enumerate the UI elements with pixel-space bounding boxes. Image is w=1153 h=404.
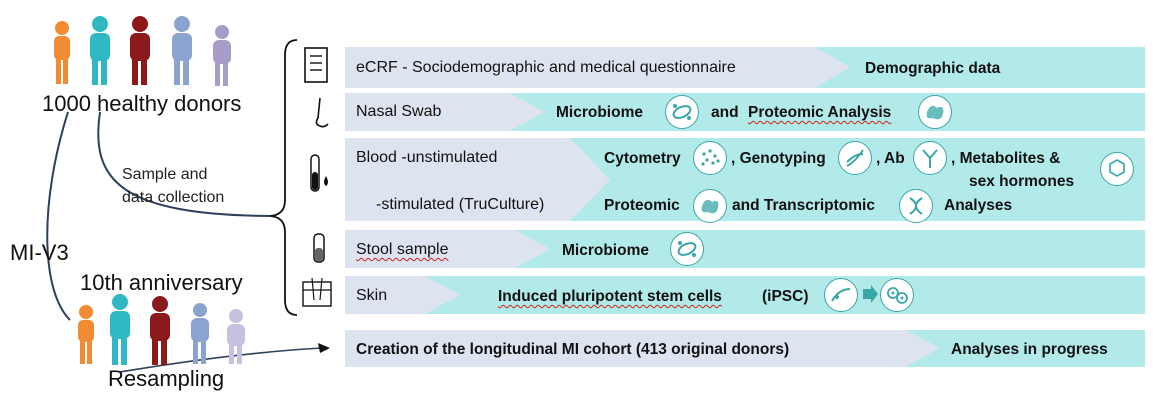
- cohort-teal-chevron: [900, 330, 1145, 367]
- stool-label: Stool sample: [356, 241, 449, 258]
- skin-result-abbrev: (iPSC): [762, 288, 809, 305]
- nasal-gray-chevron: [345, 93, 545, 131]
- blood-result-transcriptomic: and Transcriptomic: [732, 197, 875, 214]
- skin-teal-chevron: [420, 276, 1145, 314]
- skin-gray-chevron: [345, 276, 460, 314]
- skin-result-ipsc: Induced pluripotent stem cells: [498, 288, 722, 305]
- blood-result-metabolites: , Metabolites &: [951, 150, 1061, 167]
- cohort-row-label: Creation of the longitudinal MI cohort (…: [356, 341, 790, 358]
- blood-label-unstimulated: Blood -unstimulated: [356, 149, 498, 166]
- nasal-label: Nasal Swab: [356, 103, 442, 120]
- molecule-icon: [1100, 152, 1134, 186]
- blood-result-proteomic: Proteomic: [604, 197, 680, 214]
- blood-result-genotyping: , Genotyping: [731, 150, 826, 167]
- cohort-row-result: Analyses in progress: [951, 341, 1108, 358]
- donor-figures-top: [54, 16, 231, 86]
- proteomic-icon-2: [693, 189, 727, 223]
- dna-icon: [838, 141, 872, 175]
- blood-result-hormones: sex hormones: [969, 173, 1075, 190]
- anniversary-label: 10th anniversary: [80, 270, 243, 295]
- collection-curve: [97, 111, 271, 217]
- nasal-teal-chevron: [498, 93, 1145, 131]
- donors-title: 1000 healthy donors: [42, 91, 242, 116]
- stool-tube-icon: [313, 233, 325, 263]
- nasal-result-microbiome: Microbiome: [556, 104, 643, 121]
- ecrf-teal-chevron: [795, 47, 1145, 88]
- ecrf-gray-chevron: [345, 47, 850, 88]
- blood-result-cytometry: Cytometry: [604, 150, 681, 167]
- collection-label-line1: Sample and: [122, 166, 208, 183]
- ecrf-label: eCRF - Sociodemographic and medical ques…: [356, 59, 736, 76]
- questionnaire-icon: [304, 47, 328, 83]
- donor-figures-bottom: [78, 294, 245, 365]
- curly-brace: [269, 39, 298, 316]
- proteomic-icon: [918, 95, 952, 129]
- blood-tube-icon: [310, 154, 328, 192]
- skin-icon: [302, 277, 332, 307]
- cohort-gray-chevron: [345, 330, 940, 367]
- nasal-result-and: and: [711, 104, 739, 121]
- nasal-result-proteomic: Proteomic Analysis: [748, 104, 892, 121]
- ecrf-result: Demographic data: [865, 60, 1001, 77]
- skin-cell-icon: [824, 278, 858, 312]
- stool-gray-chevron: [345, 230, 550, 268]
- stool-teal-chevron: [510, 230, 1145, 268]
- transcriptomic-icon: [899, 189, 933, 223]
- skin-label: Skin: [356, 287, 388, 304]
- microbiome-icon: [665, 95, 699, 129]
- stool-result: Microbiome: [562, 242, 649, 259]
- collection-label-line2: data collection: [122, 189, 225, 206]
- blood-gray-chevron: [345, 138, 610, 221]
- cohort-arrow-head: [318, 343, 330, 353]
- stem-cell-icon: [880, 278, 914, 312]
- antibody-icon: [913, 141, 947, 175]
- resampling-label: Resampling: [108, 366, 225, 391]
- blood-result-analyses: Analyses: [944, 197, 1013, 214]
- blood-result-ab: , Ab: [876, 150, 905, 167]
- cohort-label: MI-V3: [10, 240, 69, 265]
- nose-icon: [315, 97, 329, 128]
- blood-label-stimulated: -stimulated (TruCulture): [376, 196, 545, 213]
- cohort-arrow-line: [119, 347, 323, 373]
- mi-v3-curve: [46, 111, 71, 321]
- microbiome-icon-2: [670, 232, 704, 266]
- cytometry-icon: [693, 141, 727, 175]
